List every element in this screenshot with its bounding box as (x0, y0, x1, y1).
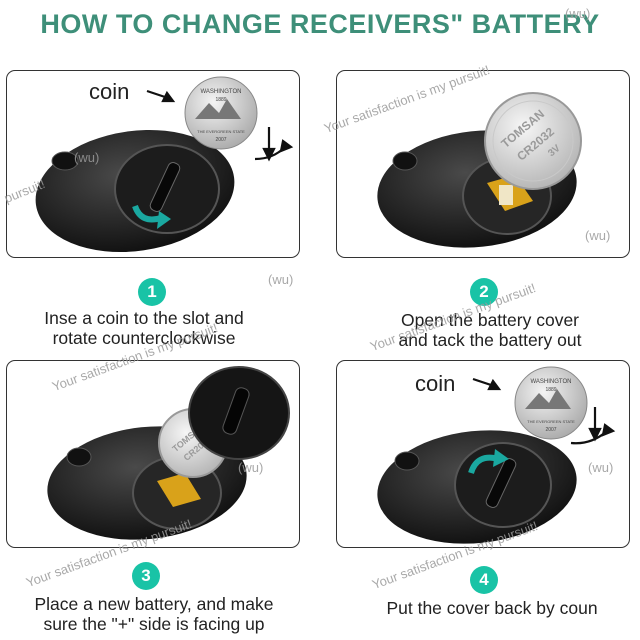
step-2-image: TOMSAN CR2032 3V (336, 70, 630, 258)
coin-motto: THE EVERGREEN STATE (197, 129, 245, 134)
step-2-caption: Open the battery cover and tack the batt… (340, 310, 640, 350)
step-1-image: WASHINGTON 1889 THE EVERGREEN STATE 2007… (6, 70, 300, 258)
watermark: (wu) (585, 228, 611, 243)
coin-label: coin (415, 371, 456, 396)
coin-text: WASHINGTON (530, 379, 571, 385)
step-3-line-1: Place a new battery, and make (34, 594, 274, 614)
step-2-line-1: Open the battery cover (400, 310, 580, 330)
step-3-caption: Place a new battery, and make sure the "… (4, 594, 304, 634)
step-3-badge: 3 (132, 562, 160, 590)
battery-icon: TOMSAN CR2032 3V (484, 92, 582, 190)
watermark: (wu) (74, 150, 100, 165)
step-1-badge: 1 (138, 278, 166, 306)
coin-date: 2007 (215, 137, 226, 143)
key-fob-icon (377, 430, 577, 544)
arrow-icon (472, 377, 616, 445)
arrow-icon (146, 89, 294, 162)
step-4-line-1: Put the cover back by coun (386, 598, 598, 618)
coin-icon: WASHINGTON 1889 THE EVERGREEN STATE 2007 (184, 76, 258, 150)
step-1-caption: Inse a coin to the slot and rotate count… (0, 308, 294, 348)
step-3-line-2: sure the "+" side is facing up (43, 614, 265, 634)
coin-label: coin (89, 79, 130, 104)
coin-text: WASHINGTON (200, 89, 241, 95)
step-4-badge: 4 (470, 566, 498, 594)
key-fob-icon (35, 129, 235, 253)
coin-motto: THE EVERGREEN STATE (527, 419, 575, 424)
page-title: HOW TO CHANGE RECEIVERS" BATTERY (40, 9, 600, 39)
watermark: (wu) (268, 272, 294, 287)
coin-date: 2007 (545, 427, 556, 433)
battery-cover-icon (188, 366, 290, 460)
watermark: (wu) (588, 460, 614, 475)
watermark: (wu) (565, 6, 591, 21)
step-1-line-2: rotate counterclockwise (52, 328, 236, 348)
step-2-badge: 2 (470, 278, 498, 306)
step-4-image: WASHINGTON 1889 THE EVERGREEN STATE 2007… (336, 360, 630, 548)
coin-icon: WASHINGTON 1889 THE EVERGREEN STATE 2007 (514, 366, 588, 440)
step-3-image: TOMSAN CR2032 (6, 360, 300, 548)
step-4-caption: Put the cover back by coun (342, 598, 640, 618)
coin-year: 1889 (545, 387, 556, 393)
watermark: (wu) (238, 460, 264, 475)
coin-year: 1889 (215, 97, 226, 103)
step-1-line-1: Inse a coin to the slot and (44, 308, 244, 328)
step-2-line-2: and tack the battery out (398, 330, 582, 350)
